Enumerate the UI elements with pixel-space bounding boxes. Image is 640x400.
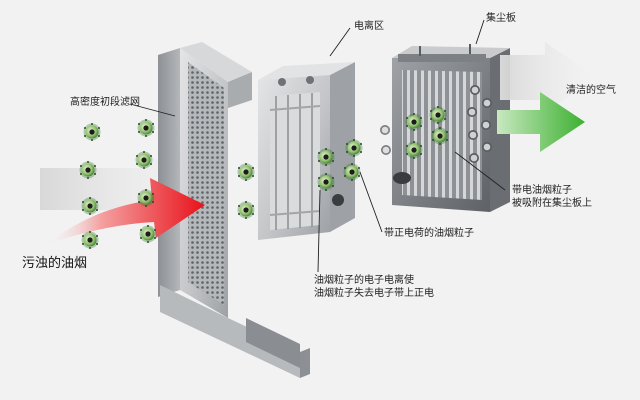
label-clean-air: 清洁的空气: [566, 85, 616, 96]
ionization-zone-module: [258, 62, 355, 240]
leader-lines: [129, 19, 506, 273]
primary-filter-panel: [158, 42, 310, 378]
charged-adsorbed-line-2: 被吸附在集尘板上: [512, 198, 592, 209]
label-primary-filter: 高密度初段滤网: [70, 97, 140, 108]
ionization-note-line-1: 油烟粒子的电子电离使: [314, 275, 414, 286]
label-ionization-note: 油烟粒子的电子电离使 油烟粒子失去电子带上正电: [314, 274, 464, 299]
smoke-particles-mid: [237, 163, 255, 219]
outlet-shadow-arrow: [500, 42, 598, 112]
ionization-note-line-2: 油烟粒子失去电子带上正电: [314, 288, 434, 299]
charged-adsorbed-line-1: 带电油烟粒子: [512, 185, 572, 196]
label-positive-particles: 带正电荷的油烟粒子: [384, 228, 474, 239]
label-charged-adsorbed: 带电油烟粒子 被吸附在集尘板上: [512, 184, 640, 209]
clean-air-arrow: [497, 92, 585, 152]
label-dirty-smoke: 污浊的油烟: [22, 256, 88, 271]
collector-plate-module: [380, 44, 510, 212]
dirty-smoke-arrow: [45, 178, 205, 245]
label-collector-plate: 集尘板: [486, 13, 516, 24]
label-ionization-zone: 电离区: [354, 21, 384, 32]
